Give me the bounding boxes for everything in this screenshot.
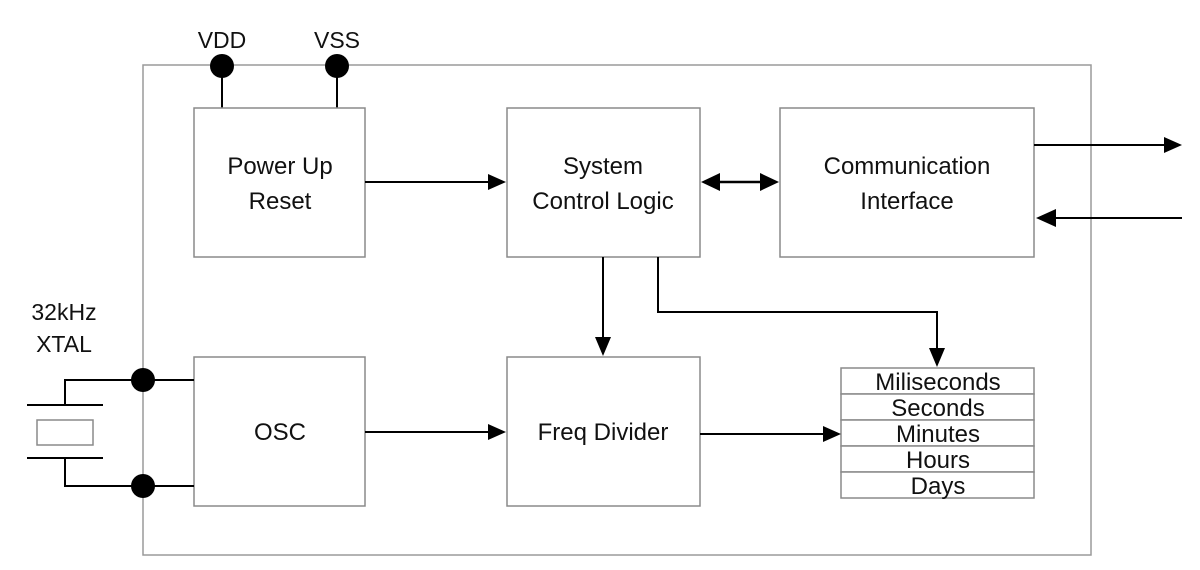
register-label-seconds: Seconds — [891, 395, 984, 422]
control-to-registers-wire — [657, 257, 938, 350]
freq-divider-label: Freq Divider — [538, 419, 669, 446]
communication-interface-label-line1: Communication — [824, 153, 991, 180]
crystal-bottom-lead — [64, 458, 194, 487]
divider-to-registers-arrowhead — [823, 426, 841, 442]
chip-outline — [142, 64, 1092, 556]
osc-to-divider-arrowhead — [488, 424, 506, 440]
communication-interface-block — [779, 107, 1035, 258]
time-register-stack: Miliseconds Seconds Minutes Hours Days — [840, 367, 1035, 500]
crystal-top-lead — [64, 379, 194, 405]
xtal-pin-dot-bottom — [131, 474, 155, 498]
control-comm-arrowhead-right — [760, 173, 779, 191]
vss-label: VSS — [314, 27, 360, 53]
vdd-label: VDD — [198, 27, 247, 53]
comm-output-arrowhead — [1164, 137, 1182, 153]
system-control-logic-label-line2: Control Logic — [532, 188, 673, 215]
register-label-minutes: Minutes — [896, 421, 980, 448]
osc-label: OSC — [254, 419, 306, 446]
xtal-label-line1: 32kHz — [31, 299, 96, 325]
communication-interface-label-line2: Interface — [860, 188, 953, 215]
register-cell-seconds — [840, 393, 1035, 421]
system-control-logic-label-line1: System — [563, 153, 643, 180]
control-to-registers-arrowhead — [929, 348, 945, 367]
comm-input-arrowhead — [1036, 209, 1056, 227]
vdd-pin-dot — [210, 54, 234, 78]
xtal-pin-dot-top — [131, 368, 155, 392]
register-label-miliseconds: Miliseconds — [875, 369, 1000, 396]
power-up-reset-label-line1: Power Up — [227, 153, 332, 180]
control-to-divider-arrowhead — [595, 337, 611, 356]
register-cell-days — [840, 471, 1035, 499]
register-cell-hours — [840, 445, 1035, 473]
power-up-reset-label-line2: Reset — [249, 188, 312, 215]
register-cell-miliseconds — [840, 367, 1035, 395]
system-control-logic-block — [506, 107, 701, 258]
crystal-symbol — [27, 379, 194, 487]
xtal-label-line2: XTAL — [36, 331, 92, 357]
osc-block — [193, 356, 366, 507]
register-label-days: Days — [911, 473, 966, 500]
control-comm-arrowhead-left — [701, 173, 720, 191]
freq-divider-block — [506, 356, 701, 507]
register-label-hours: Hours — [906, 447, 970, 474]
power-up-reset-block — [193, 107, 366, 258]
crystal-body — [36, 419, 94, 446]
reset-to-control-arrowhead — [488, 174, 506, 190]
vss-pin-dot — [325, 54, 349, 78]
